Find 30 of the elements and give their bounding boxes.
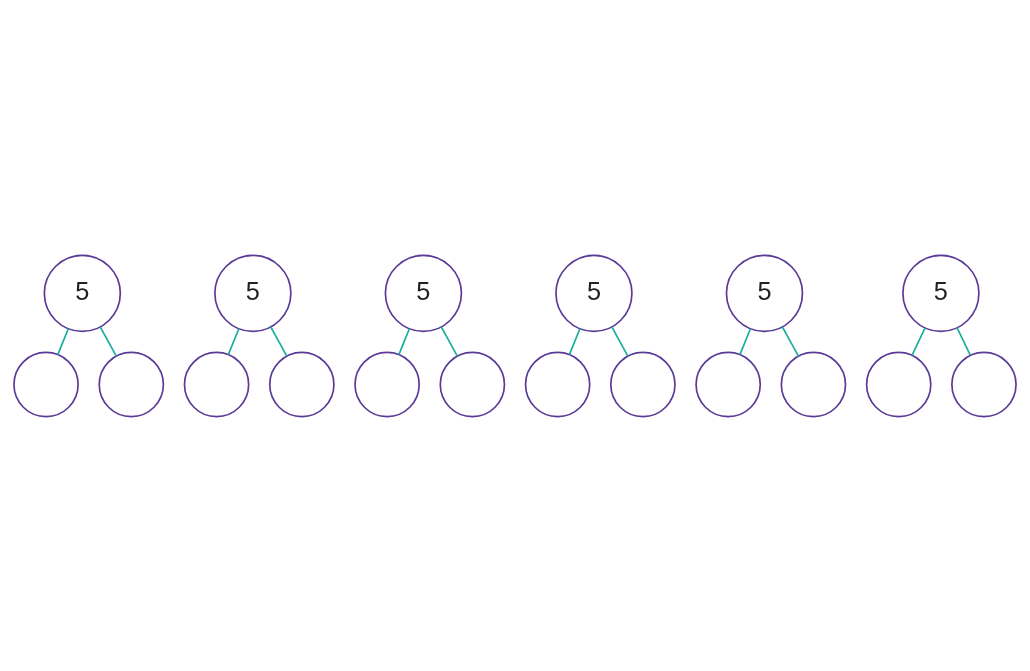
connector: [440, 325, 459, 357]
connector: [611, 325, 629, 357]
node-circle: [98, 351, 165, 417]
node-circle: [609, 351, 676, 417]
node-circle: [268, 351, 335, 417]
node-circle: [865, 351, 932, 417]
connector: [739, 327, 752, 355]
node-circle: [524, 351, 591, 417]
node-circle: [695, 351, 762, 417]
node-circle: [780, 351, 847, 417]
connector: [398, 327, 411, 355]
connector: [57, 327, 70, 355]
connector: [956, 326, 972, 356]
node-circle: [439, 351, 506, 417]
node-circle: [13, 351, 79, 417]
connector: [568, 327, 581, 355]
node-circle: 5: [725, 254, 804, 332]
connector: [99, 325, 118, 357]
node-circle: 5: [384, 254, 463, 332]
connector: [270, 325, 288, 357]
node-circle: [951, 351, 1017, 417]
node-circle: 5: [43, 254, 122, 332]
connector: [227, 327, 240, 355]
node-circle: [183, 351, 250, 417]
connector: [781, 325, 800, 357]
node-circle: 5: [214, 254, 292, 332]
node-circle: 5: [555, 254, 633, 332]
connector: [911, 326, 926, 356]
node-circle: 5: [902, 254, 980, 332]
node-circle: [354, 351, 421, 417]
